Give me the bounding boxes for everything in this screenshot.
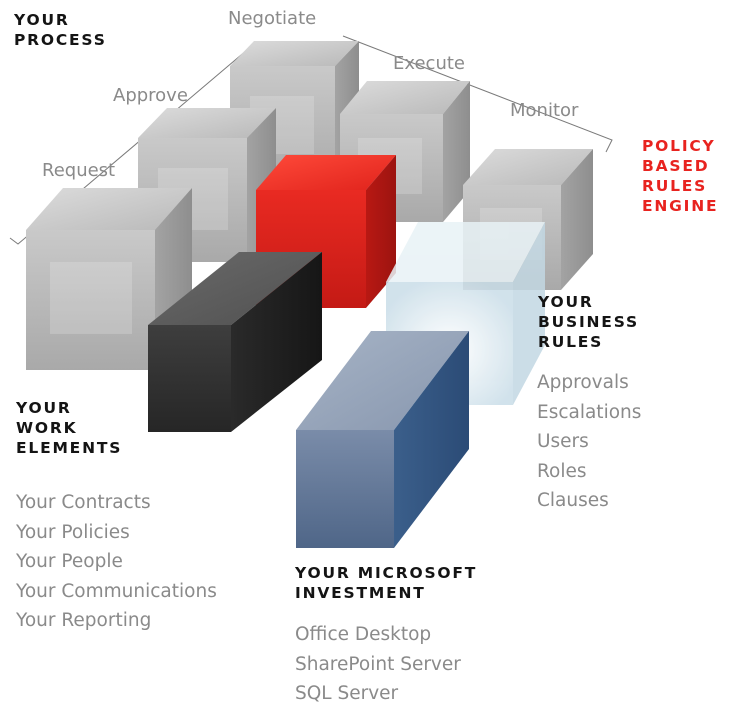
list-item: SharePoint Server xyxy=(295,653,461,675)
work-elements-heading-line-3: ELEMENTS xyxy=(16,439,123,457)
list-item: Your Communications xyxy=(16,580,217,602)
engine-heading: POLICY BASED RULES ENGINE xyxy=(642,136,718,216)
list-item: Your Contracts xyxy=(16,492,151,513)
list-item: SQL Server xyxy=(295,683,399,704)
process-heading-line-2: PROCESS xyxy=(14,31,107,49)
list-item: Users xyxy=(537,431,589,452)
engine-heading-line-2: BASED xyxy=(642,157,710,175)
step-execute: Execute xyxy=(393,53,465,74)
list-item: Your People xyxy=(16,551,123,572)
work-elements-heading: YOUR WORK ELEMENTS xyxy=(16,398,122,458)
list-item: Escalations xyxy=(537,401,642,423)
step-approve: Approve xyxy=(113,85,188,106)
microsoft-heading: YOUR MICROSOFT INVESTMENT xyxy=(295,563,477,603)
work-elements-heading-line-1: YOUR xyxy=(16,399,72,417)
microsoft-heading-line-2: INVESTMENT xyxy=(295,584,426,602)
business-rules-heading-line-2: BUSINESS xyxy=(538,313,639,331)
microsoft-heading-line-1: YOUR MICROSOFT xyxy=(295,564,478,582)
list-item: Your Reporting xyxy=(16,610,152,631)
list-item: Office Desktop xyxy=(295,624,432,645)
step-request: Request xyxy=(42,160,116,181)
engine-heading-line-1: POLICY xyxy=(642,137,716,155)
cube-request xyxy=(26,188,192,370)
business-rules-heading-line-1: YOUR xyxy=(538,293,594,311)
process-heading: YOUR PROCESS xyxy=(14,10,107,50)
business-rules-list: Approvals Escalations Users Roles Clause… xyxy=(537,368,641,516)
list-item: Clauses xyxy=(537,490,609,511)
process-heading-line-1: YOUR xyxy=(14,11,70,29)
process-bracket-right xyxy=(342,35,613,153)
list-item: Roles xyxy=(537,460,587,482)
microsoft-list: Office Desktop SharePoint Server SQL Ser… xyxy=(295,620,461,709)
list-item: Approvals xyxy=(537,372,629,393)
business-rules-heading: YOUR BUSINESS RULES xyxy=(538,292,639,352)
engine-heading-line-3: RULES xyxy=(642,177,708,195)
step-monitor: Monitor xyxy=(510,100,579,121)
list-item: Your Policies xyxy=(16,521,130,543)
work-elements-heading-line-2: WORK xyxy=(16,419,78,437)
work-elements-list: Your Contracts Your Policies Your People… xyxy=(16,488,217,636)
cube-work-elements xyxy=(148,252,322,432)
business-rules-heading-line-3: RULES xyxy=(538,333,604,351)
cube-microsoft xyxy=(296,331,469,548)
step-negotiate: Negotiate xyxy=(228,8,317,29)
engine-heading-line-4: ENGINE xyxy=(642,197,719,215)
